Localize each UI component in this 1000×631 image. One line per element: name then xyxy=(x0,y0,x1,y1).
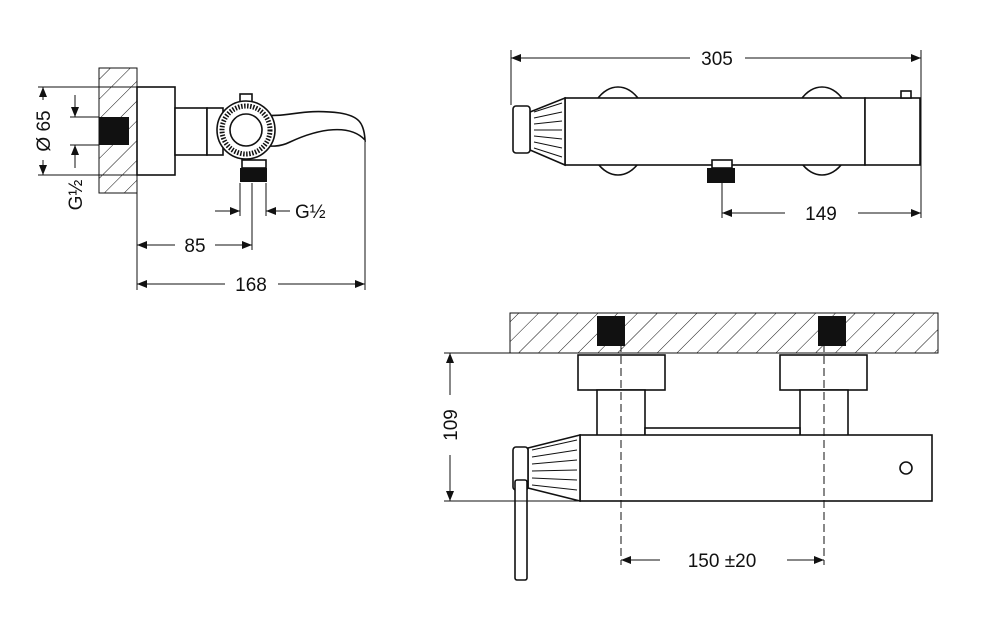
dim-168: 168 xyxy=(235,275,267,296)
inlet-connector-right xyxy=(818,316,846,346)
dim-outlet-thread: G½ xyxy=(295,202,326,223)
outlet-collar xyxy=(241,159,267,169)
side-view: Ø 65 G½ G½ 85 168 xyxy=(34,67,366,296)
outlet-nut-top xyxy=(707,168,735,183)
thermostat-body-front xyxy=(579,434,933,502)
body-end-cap xyxy=(864,97,921,166)
dim-150-spacing: 150 ±20 xyxy=(688,551,757,572)
body-stem xyxy=(174,107,208,156)
dim-149: 149 xyxy=(805,204,837,225)
top-view: 305 149 xyxy=(510,49,922,225)
knob-center xyxy=(229,113,263,147)
front-view: 109 150 ±20 xyxy=(441,312,939,581)
temperature-knob xyxy=(512,105,531,154)
knurling xyxy=(219,103,273,157)
dim-85: 85 xyxy=(184,236,205,257)
dim-109: 109 xyxy=(441,409,462,441)
wall-section-front xyxy=(509,312,939,354)
outlet-collar-top xyxy=(711,159,733,169)
thermostat-body xyxy=(564,97,866,166)
dim-diameter-65: Ø 65 xyxy=(34,110,55,151)
handle-flutes-front xyxy=(531,439,578,491)
diverter-lever xyxy=(514,479,528,581)
handle-flutes xyxy=(533,102,563,158)
dim-305: 305 xyxy=(701,49,733,70)
inlet-connector-left xyxy=(597,316,625,346)
end-pin xyxy=(900,90,912,99)
outlet-nut xyxy=(240,168,267,182)
body-hole xyxy=(899,461,913,475)
wall-rosette xyxy=(136,86,176,176)
inlet-connector xyxy=(99,117,129,145)
lever-handle xyxy=(257,110,366,147)
dim-inlet-thread: G½ xyxy=(66,180,87,211)
